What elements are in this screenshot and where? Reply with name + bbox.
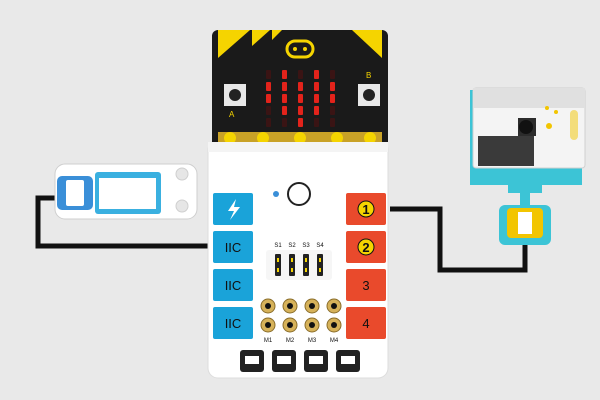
servo-label: S4 (316, 243, 324, 249)
sensor-module (470, 87, 586, 245)
reset-button[interactable] (287, 182, 311, 206)
servo-pin[interactable] (303, 254, 309, 276)
led (314, 82, 319, 91)
lightning-icon (228, 199, 240, 220)
led (298, 118, 303, 127)
servo-pin[interactable] (289, 254, 295, 276)
port-label: 3 (362, 278, 369, 293)
microbit-logo-icon (285, 39, 315, 59)
servo-pin[interactable] (317, 254, 323, 276)
wire-oled-to-iic (35, 195, 210, 249)
led (314, 118, 319, 127)
servo-header: S1 S2 S3 S4 (266, 243, 332, 280)
led (314, 106, 319, 115)
port-label: IIC (225, 316, 242, 331)
port-label: 4 (362, 316, 369, 331)
led (330, 94, 335, 103)
right-ports: 1 2 3 4 (346, 193, 386, 339)
led (298, 70, 303, 79)
led (282, 118, 287, 127)
motor-connectors: M1 M2 M3 M4 (260, 298, 342, 344)
motor-label: M1 (264, 338, 273, 344)
port-iic-1[interactable] (213, 231, 253, 263)
led (266, 82, 271, 91)
led (298, 94, 303, 103)
microbit-board: A B (212, 30, 388, 144)
port-label: 1 (362, 202, 369, 217)
led (330, 106, 335, 115)
led (266, 118, 271, 127)
led (330, 118, 335, 127)
button-b-label: B (366, 71, 371, 80)
led (314, 70, 319, 79)
led (314, 94, 319, 103)
led (330, 70, 335, 79)
led (282, 70, 287, 79)
port-iic-2[interactable] (213, 269, 253, 301)
led (282, 106, 287, 115)
port-number-badge (357, 200, 375, 218)
motor-label: M2 (286, 338, 295, 344)
wire-sensor-to-port-1 (390, 206, 528, 273)
motor-label: M4 (330, 338, 339, 344)
port-label: IIC (225, 240, 242, 255)
led (298, 82, 303, 91)
port-4[interactable] (346, 307, 386, 339)
led (266, 106, 271, 115)
servo-label: S2 (288, 243, 296, 249)
oled-display-module (54, 163, 198, 220)
button-a-label: A (229, 110, 235, 119)
port-iic-3[interactable] (213, 307, 253, 339)
led-matrix (266, 70, 335, 127)
servo-label: S3 (302, 243, 310, 249)
bottom-connectors (240, 350, 360, 372)
led (298, 106, 303, 115)
motor-label: M3 (308, 338, 317, 344)
port-number-badge (357, 238, 375, 256)
power-led (273, 191, 279, 197)
led (266, 94, 271, 103)
oled-screen (99, 178, 156, 209)
sensor-chip (478, 136, 534, 166)
port-3[interactable] (346, 269, 386, 301)
port-label: 2 (362, 240, 369, 255)
servo-label: S1 (274, 243, 282, 249)
port-label: IIC (225, 278, 242, 293)
led (282, 94, 287, 103)
left-ports: IIC IIC IIC (213, 193, 253, 339)
led (266, 70, 271, 79)
led (330, 82, 335, 91)
servo-pin[interactable] (275, 254, 281, 276)
edge-connector (218, 132, 382, 144)
led (282, 82, 287, 91)
